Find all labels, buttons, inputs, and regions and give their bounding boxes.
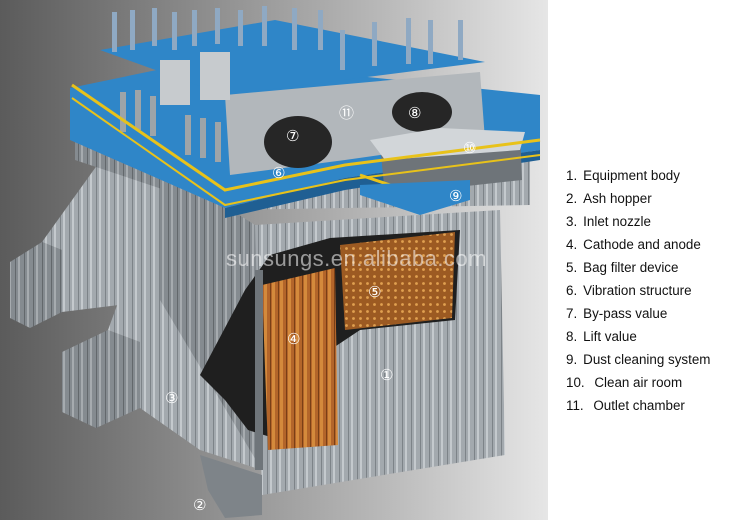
marker-label: ③ [165, 389, 178, 407]
legend-item: 3. Inlet nozzle [566, 210, 748, 233]
marker-5: ⑤ [368, 283, 381, 301]
legend-text: Dust cleaning system [583, 352, 711, 367]
marker-label: ⑦ [286, 127, 299, 145]
railing-left-lower [71, 97, 541, 207]
roof-pipes [120, 90, 221, 162]
legend-item: 11. Outlet chamber [566, 394, 748, 417]
legend-item: 2. Ash hopper [566, 187, 748, 210]
legend-item: 6. Vibration structure [566, 279, 748, 302]
marker-label: ⑧ [408, 104, 421, 122]
legend-number: 5. [566, 260, 578, 275]
marker-10: ⑩ [463, 139, 476, 157]
legend-item: 10. Clean air room [566, 371, 748, 394]
legend-number: 3. [566, 214, 578, 229]
precipitator-drawing: ① ② ③ ④ ⑤ ⑥ ⑦ ⑧ ⑨ ⑩ ⑪ [10, 6, 541, 518]
marker-11: ⑪ [339, 104, 354, 122]
legend-text: Clean air room [590, 375, 683, 390]
marker-2: ② [193, 496, 206, 514]
watermark: sunsungs.en.alibaba.com [226, 246, 487, 271]
ash-hopper [200, 455, 262, 518]
legend-number: 1. [566, 168, 578, 183]
marker-label: ⑨ [449, 187, 462, 205]
clean-air-room-top [370, 128, 525, 160]
legend-number: 11. [566, 398, 584, 413]
legend-text: By-pass value [583, 306, 668, 321]
control-cabinet [200, 52, 230, 100]
legend-number: 4. [566, 237, 578, 252]
legend-number: 9. [566, 352, 578, 367]
inlet-duct-upper [10, 242, 62, 328]
legend-number: 6. [566, 283, 578, 298]
marker-6: ⑥ [272, 164, 285, 182]
bypass-opening [264, 116, 332, 168]
railing-left [71, 83, 541, 192]
precipitator-illustration: ① ② ③ ④ ⑤ ⑥ ⑦ ⑧ ⑨ ⑩ ⑪ sunsungs [0, 0, 548, 520]
legend-text: Lift value [583, 329, 637, 344]
legend-number: 7. [566, 306, 578, 321]
legend-text: Ash hopper [583, 191, 652, 206]
legend-text: Equipment body [583, 168, 680, 183]
legend-item: 5. Bag filter device [566, 256, 748, 279]
legend-item: 1. Equipment body [566, 164, 748, 187]
marker-label: ⑪ [339, 104, 354, 122]
marker-label: ① [380, 366, 393, 384]
walkway-platform [360, 180, 470, 215]
marker-1: ① [380, 366, 393, 384]
marker-4: ④ [287, 330, 300, 348]
marker-7: ⑦ [286, 127, 299, 145]
legend-item: 8. Lift value [566, 325, 748, 348]
legend-number: 2. [566, 191, 578, 206]
bag-filter-bank [340, 232, 455, 330]
legend-item: 4. Cathode and anode [566, 233, 748, 256]
marker-label: ⑥ [272, 164, 285, 182]
legend-text: Cathode and anode [583, 237, 701, 252]
legend-number: 10. [566, 375, 585, 390]
roof-insulators [112, 6, 463, 70]
legend-item: 9. Dust cleaning system [566, 348, 748, 371]
legend-text: Vibration structure [583, 283, 692, 298]
marker-9: ⑨ [449, 187, 462, 205]
marker-label: ⑩ [463, 139, 476, 157]
legend-item: 7. By-pass value [566, 302, 748, 325]
legend: 1. Equipment body 2. Ash hopper 3. Inlet no… [566, 164, 748, 417]
control-cabinet [160, 60, 190, 105]
legend-text: Inlet nozzle [583, 214, 651, 229]
frame-column [255, 270, 263, 470]
marker-label: ④ [287, 330, 300, 348]
anode-plates [262, 268, 338, 450]
marker-label: ⑤ [368, 283, 381, 301]
legend-text: Outlet chamber [589, 398, 685, 413]
marker-8: ⑧ [408, 104, 421, 122]
legend-number: 8. [566, 329, 578, 344]
marker-3: ③ [165, 389, 178, 407]
marker-label: ② [193, 496, 206, 514]
lift-opening [392, 92, 452, 132]
legend-text: Bag filter device [583, 260, 679, 275]
inlet-duct-lower [62, 330, 140, 428]
